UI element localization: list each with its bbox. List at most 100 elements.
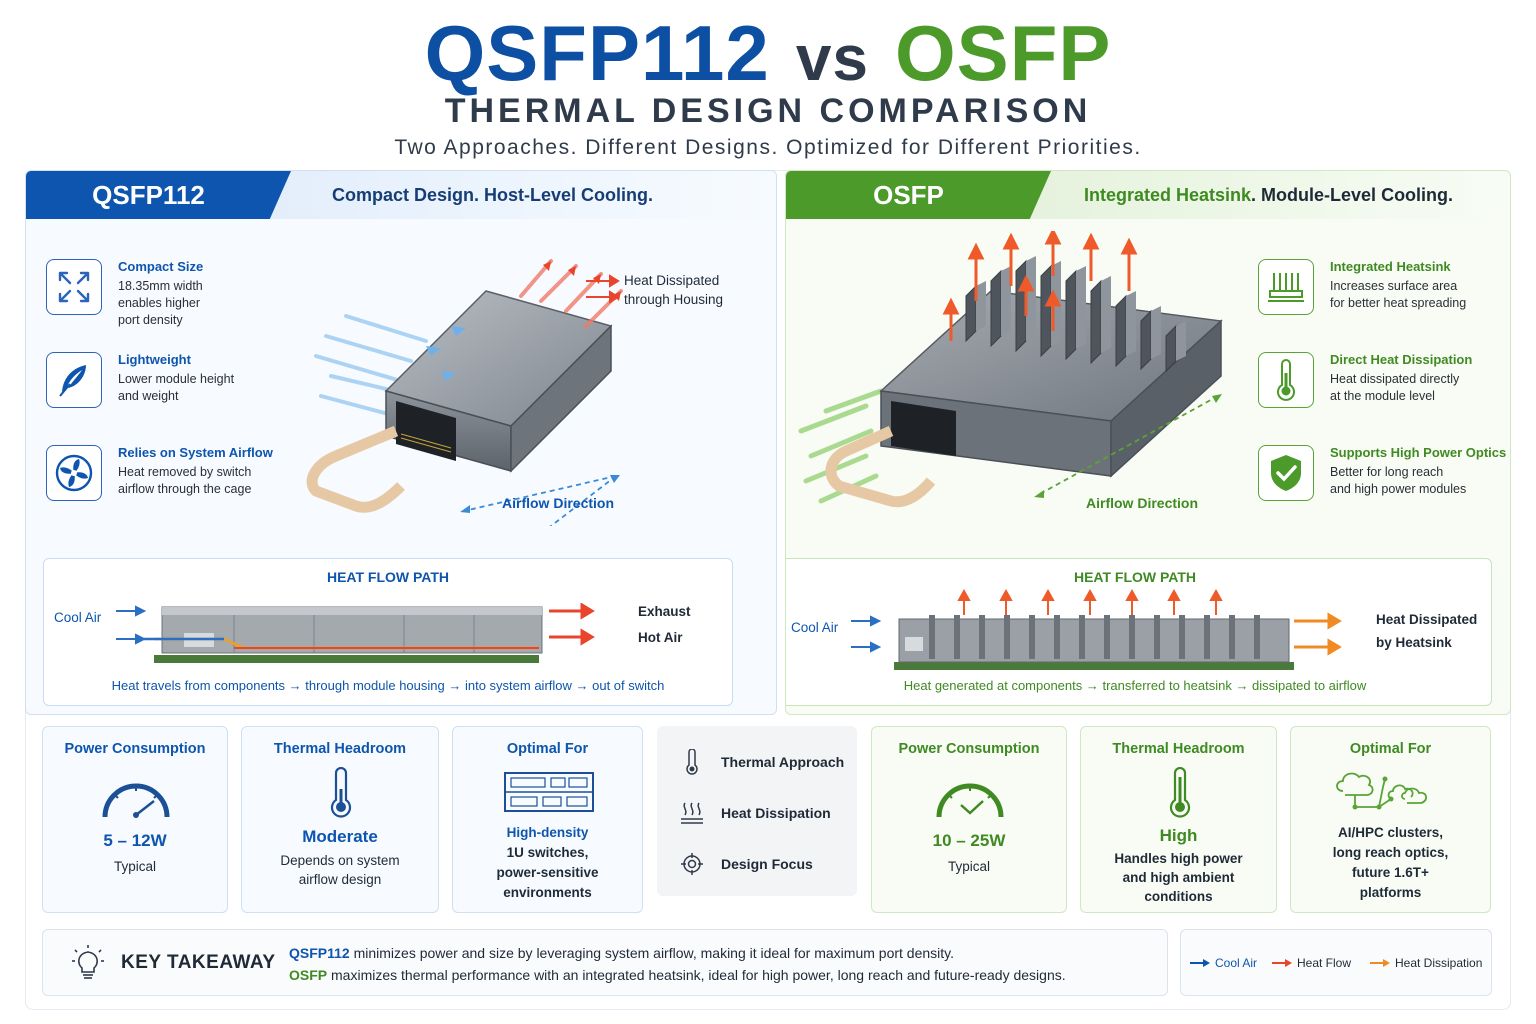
optimal-line: environments [503, 885, 592, 900]
feature-title: Supports High Power Optics [1330, 445, 1507, 460]
card-title: Power Consumption [64, 741, 206, 757]
airflow-dashed-arrow [1034, 394, 1222, 498]
shield-check-icon [1258, 445, 1314, 501]
takeaway-osfp: OSFP [289, 967, 328, 983]
osfp-module-illustration [798, 231, 1223, 508]
feature-desc: Lower module height [118, 372, 235, 386]
heat-flow-caption: Heat travels from components → through m… [111, 678, 665, 693]
heat-flow-title: HEAT FLOW PATH [326, 569, 450, 585]
optimal-line: AI/HPC clusters, [1337, 825, 1444, 840]
feature-desc: 18.35mm width [118, 279, 203, 293]
qsfp112-flow-diagram [116, 603, 595, 663]
qsfp112-banner: Compact Design. Host-Level Cooling. QSFP… [26, 171, 776, 219]
osfp-optimal-card: Optimal For AI/HPC clusters, long reach … [1290, 726, 1491, 913]
takeaway-heading: KEY TAKEAWAY [121, 952, 276, 973]
feature-title: Integrated Heatsink [1330, 259, 1451, 274]
arrow-legend: Cool Air Heat Flow Heat Dissipation [1180, 929, 1492, 996]
optimal-line: High-density [506, 825, 589, 840]
feature-desc: for better heat spreading [1330, 296, 1467, 310]
qsfp112-headroom-card: Thermal Headroom Moderate Depends on sys… [241, 726, 439, 913]
optimal-line: power-sensitive [496, 865, 599, 880]
criteria-label: Design Focus [721, 856, 813, 872]
by-heatsink-label: by Heatsink [1376, 635, 1452, 650]
feature-title: Lightweight [118, 352, 191, 367]
key-takeaway: KEY TAKEAWAY QSFP112 minimizes power and… [42, 929, 1168, 996]
qsfp112-module-illustration [306, 259, 623, 526]
qsfp112-optimal-card: Optimal For High-density 1U switches, po… [452, 726, 643, 913]
takeaway-line-1: QSFP112 minimizes power and size by leve… [289, 945, 954, 961]
criteria-label: Heat Dissipation [721, 805, 831, 821]
osfp-strap: Integrated Heatsink. Module-Level Coolin… [1026, 171, 1510, 219]
heat-flow-title: HEAT FLOW PATH [1073, 569, 1197, 585]
feature-title: Relies on System Airflow [118, 445, 273, 460]
lightbulb-icon [72, 945, 104, 979]
criteria-heat-dissipation: Heat Dissipation [677, 798, 831, 828]
switch-icon [504, 772, 594, 812]
thermometer-icon [1258, 352, 1314, 408]
takeaway-text: maximizes thermal performance with an in… [327, 967, 1066, 983]
takeaway-text: minimizes power and size by leveraging s… [349, 945, 955, 961]
heat-waves-icon [677, 801, 707, 825]
card-title: Thermal Headroom [273, 741, 407, 757]
optimal-line: long reach optics, [1332, 845, 1449, 860]
orange-arrow-icon [1370, 959, 1390, 967]
osfp-heat-flow-path: HEAT FLOW PATH Cool Air Heat Dissipated … [786, 558, 1492, 706]
title-vs: vs [795, 22, 869, 94]
page-subtitle: THERMAL DESIGN COMPARISON [444, 92, 1092, 130]
optimal-line: future 1.6T+ [1352, 865, 1429, 880]
feature-title: Direct Heat Dissipation [1330, 352, 1473, 367]
feature-title: Compact Size [118, 259, 204, 274]
thermometer-icon [330, 767, 352, 818]
legend-label: Cool Air [1215, 956, 1258, 970]
feature-desc: and high power modules [1330, 482, 1467, 496]
feature-desc: Increases surface area [1330, 279, 1458, 293]
page-tagline: Two Approaches. Different Designs. Optim… [394, 136, 1142, 159]
cloud-network-icon [1336, 772, 1427, 810]
heat-dissipated-label: Heat Dissipated [1376, 612, 1478, 627]
qsfp112-power-card: Power Consumption 5 – 12W Typical [42, 726, 228, 913]
legend-label: Heat Flow [1297, 956, 1352, 970]
osfp-headroom-card: Thermal Headroom High Handles high power… [1080, 726, 1277, 913]
feather-icon [46, 352, 102, 408]
target-icon [677, 852, 707, 876]
blue-arrow-icon [1190, 959, 1210, 967]
feature-desc: and weight [118, 389, 179, 403]
cool-air-label: Cool Air [791, 620, 839, 635]
legend-heat-dissipation: Heat Dissipation [1369, 956, 1482, 970]
osfp-power-card: Power Consumption 10 – 25W Typical [871, 726, 1067, 913]
feature-desc: port density [118, 313, 183, 327]
card-value: 10 – 25W [932, 831, 1006, 850]
airflow-direction-label: Airflow Direction [1086, 495, 1199, 511]
heat-label-line: Heat Dissipated [624, 273, 720, 288]
gauge-icon [936, 783, 1004, 818]
osfp-banner: Integrated Heatsink. Module-Level Coolin… [786, 171, 1510, 219]
card-sub: airflow design [298, 872, 382, 887]
gauge-icon [102, 783, 170, 818]
strap-rest: . Module-Level Cooling. [1251, 184, 1454, 205]
airflow-dashed-arrow [460, 475, 620, 513]
feature-desc: enables higher [118, 296, 201, 310]
card-value: 5 – 12W [103, 831, 167, 850]
cool-air-label: Cool Air [54, 610, 102, 625]
qsfp112-strap: Compact Design. Host-Level Cooling. [266, 171, 776, 219]
legend-label: Heat Dissipation [1395, 956, 1483, 970]
card-value: Moderate [302, 827, 378, 846]
thermometer-icon [677, 749, 707, 775]
osfp-panel: Integrated Heatsink . Module-Level Coolin… [785, 170, 1511, 715]
heat-dissipated-label: Heat Dissipated through Housing [586, 271, 774, 309]
card-sub: conditions [1144, 889, 1213, 904]
optimal-line: 1U switches, [506, 845, 589, 860]
heat-label-line: through Housing [624, 292, 724, 307]
card-title: Optimal For [1349, 741, 1432, 757]
osfp-flow-diagram [851, 589, 1342, 670]
fan-icon [46, 445, 102, 501]
card-value: High [1159, 826, 1198, 845]
heat-flow-caption: Heat generated at components → transferr… [903, 678, 1367, 693]
criteria-thermal-approach: Thermal Approach [677, 747, 844, 777]
title-qsfp112: QSFP112 [424, 9, 770, 97]
heatsink-icon [1258, 259, 1314, 315]
red-arrow-icon [1272, 959, 1292, 967]
feature-desc: Heat dissipated directly [1330, 372, 1460, 386]
feature-desc: airflow through the cage [118, 482, 252, 496]
